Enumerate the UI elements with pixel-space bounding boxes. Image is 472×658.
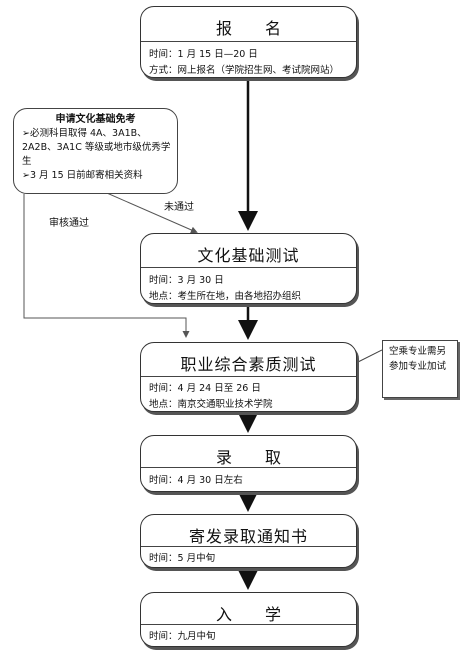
stage-line: 地点：考生所在地，由各地招办组织 <box>149 291 302 302</box>
stage-line: 时间：3 月 30 日 <box>149 275 224 286</box>
stage-admission: 录 取 时间：4 月 30 日左右 <box>140 435 357 492</box>
stage-line: 时间：4 月 24 日至 26 日 <box>149 383 261 394</box>
divider <box>141 267 356 268</box>
exemption-bullet: ➢3 月 15 日前邮寄相关资料 <box>22 170 143 181</box>
stage-title: 报 名 <box>215 19 296 38</box>
divider <box>141 41 356 42</box>
note-connector <box>357 349 383 363</box>
stage-line: 地点：南京交通职业技术学院 <box>149 399 273 410</box>
stage-title: 录 取 <box>215 448 296 467</box>
arrow-review-passed <box>23 194 190 338</box>
divider <box>141 624 356 625</box>
stage-notification: 寄发录取通知书 时间：5 月中旬 <box>140 514 357 568</box>
exemption-bullet: ➢必测科目取得 4A、3A1B、2A2B、3A1C 等级或地市级优秀学生 <box>22 128 171 167</box>
divider <box>141 376 356 377</box>
stage-registration: 报 名 时间：1 月 15 日—20 日 方式：网上报名（学院招生网、考试院网站… <box>140 6 357 78</box>
stage-vocational-test: 职业综合素质测试 时间：4 月 24 日至 26 日 地点：南京交通职业技术学院 <box>140 342 357 412</box>
exemption-box: 申请文化基础免考 ➢必测科目取得 4A、3A1B、2A2B、3A1C 等级或地市… <box>13 108 178 194</box>
stage-title: 寄发录取通知书 <box>188 527 308 546</box>
stage-line: 方式：网上报名（学院招生网、考试院网站） <box>149 65 340 76</box>
stage-title: 职业综合素质测试 <box>180 355 317 374</box>
stage-title: 文化基础测试 <box>197 246 300 265</box>
stage-title: 入 学 <box>215 605 296 624</box>
divider <box>141 546 356 547</box>
stage-enrollment: 入 学 时间：九月中旬 <box>140 592 357 647</box>
stage-culture-test: 文化基础测试 时间：3 月 30 日 地点：考生所在地，由各地招办组织 <box>140 233 357 304</box>
stage-line: 时间：九月中旬 <box>149 631 216 642</box>
stage-line: 时间：5 月中旬 <box>149 553 216 564</box>
note-box: 空乘专业需另参加专业加试 <box>382 340 458 398</box>
arrow-not-passed <box>99 189 198 234</box>
exemption-title: 申请文化基础免考 <box>55 114 136 125</box>
divider <box>141 467 356 468</box>
not-passed-label: 未通过 <box>164 202 194 213</box>
stage-line: 时间：1 月 15 日—20 日 <box>149 49 258 60</box>
review-passed-label: 审核通过 <box>49 218 89 229</box>
stage-line: 时间：4 月 30 日左右 <box>149 475 243 486</box>
note-text: 空乘专业需另参加专业加试 <box>389 346 447 372</box>
